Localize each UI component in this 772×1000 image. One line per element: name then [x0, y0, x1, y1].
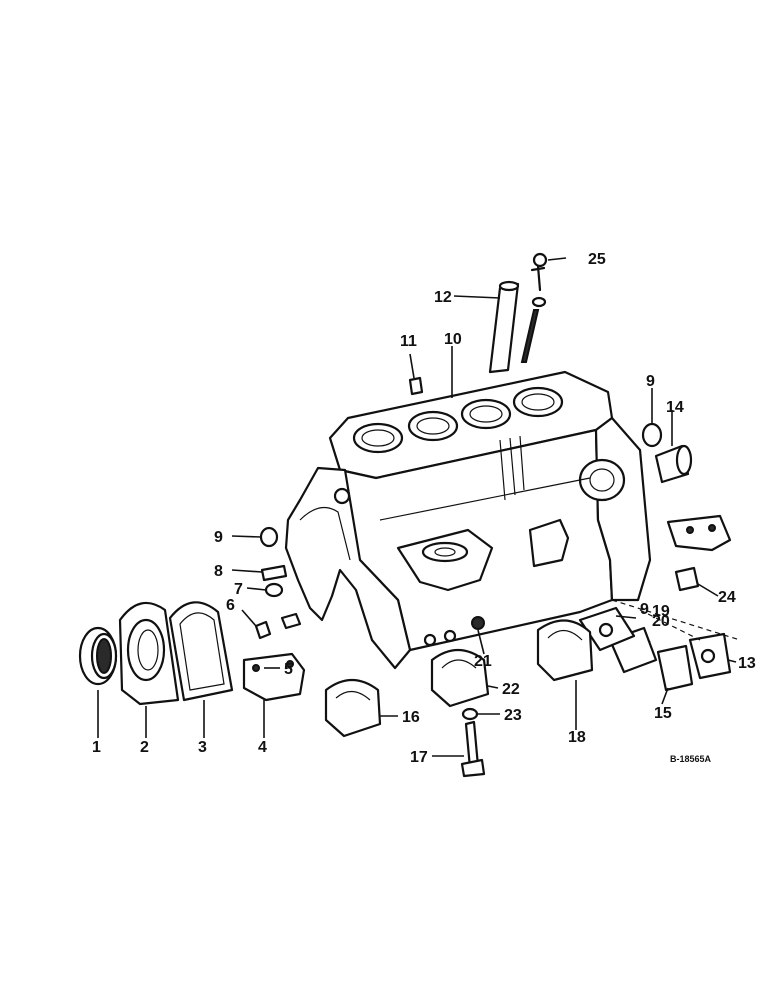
rear-main-bearing-cap — [242, 652, 306, 702]
dowel-pin — [254, 612, 302, 640]
callout-9-left: 9 — [214, 529, 223, 546]
callout-2: 2 — [140, 739, 149, 756]
main-bearing-cap-22 — [430, 648, 490, 708]
side-cover-19 — [578, 606, 636, 652]
callout-14: 14 — [666, 399, 684, 416]
callout-8: 8 — [214, 563, 223, 580]
callout-9-top-right: 9 — [646, 373, 655, 390]
leader-lines — [97, 257, 737, 757]
cover-plate-15 — [656, 644, 694, 692]
callout-13: 13 — [738, 655, 756, 672]
washer-23 — [461, 707, 479, 721]
main-bearing-cap-16 — [324, 678, 382, 738]
pin-8 — [260, 564, 288, 582]
callout-15: 15 — [654, 705, 672, 722]
callout-17: 17 — [410, 749, 428, 766]
oil-dipstick — [520, 252, 548, 363]
callout-23: 23 — [504, 707, 522, 724]
callout-11: 11 — [400, 333, 417, 350]
callout-labels: 1 2 3 4 5 6 7 8 9 9 9 10 11 12 13 14 15 … — [92, 251, 756, 766]
drawing-number: B-18565A — [670, 754, 712, 764]
bushing-24 — [674, 566, 700, 592]
callout-10: 10 — [444, 331, 462, 348]
drain-plug-21 — [471, 616, 485, 630]
stud-11 — [408, 376, 424, 396]
expansion-plug-9-left — [259, 526, 279, 548]
cap-bolt — [460, 720, 486, 778]
callout-6: 6 — [226, 597, 235, 614]
callout-21: 21 — [474, 653, 492, 670]
callout-22: 22 — [502, 681, 520, 698]
cylinder-block — [284, 370, 652, 670]
callout-3: 3 — [198, 739, 207, 756]
callout-24: 24 — [718, 589, 736, 606]
callout-19: 19 — [652, 603, 670, 620]
main-bearing-cap-18 — [536, 619, 594, 682]
callout-9-lower-right: 9 — [640, 601, 649, 618]
front-plate — [666, 514, 732, 552]
retainer-gasket — [168, 601, 234, 702]
rear-seal-retainer — [118, 601, 180, 706]
callout-7: 7 — [234, 581, 243, 598]
expansion-plug-9-right — [641, 422, 663, 448]
plug-7 — [264, 582, 284, 598]
rear-oil-seal — [78, 626, 118, 686]
callout-16: 16 — [402, 709, 420, 726]
callout-5: 5 — [284, 661, 293, 678]
callout-4: 4 — [258, 739, 267, 756]
gasket-13 — [688, 632, 732, 680]
callout-12: 12 — [434, 289, 452, 306]
callout-18: 18 — [568, 729, 586, 746]
callout-20: 20 — [652, 613, 670, 630]
dipstick-tube — [488, 280, 520, 374]
callout-25: 25 — [588, 251, 606, 268]
camshaft-bushing — [654, 444, 693, 484]
callout-1: 1 — [92, 739, 101, 756]
